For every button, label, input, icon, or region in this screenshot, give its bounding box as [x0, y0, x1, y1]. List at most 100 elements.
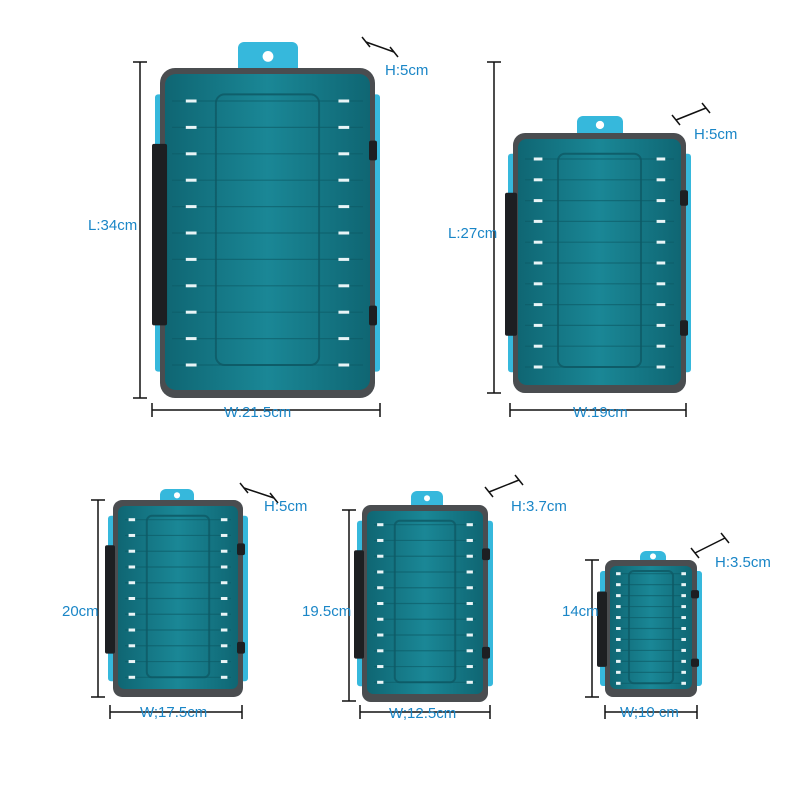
box-1-divider-slot-left — [185, 284, 197, 288]
box-2-divider-slot-right — [656, 240, 666, 244]
box-2-right-hinge-bottom — [680, 320, 688, 336]
box-2-divider-slot-left — [533, 261, 543, 265]
box-1-divider-slot-left — [185, 257, 197, 261]
box-1-divider-slot-right — [338, 99, 350, 103]
box-2-width-label: W:19cm — [573, 404, 628, 421]
box-3-divider-slot-left — [128, 675, 136, 679]
box-1-divider-slot-right — [338, 231, 350, 235]
box-5-divider-slot-left — [616, 637, 621, 641]
box-2-divider-slot-left — [533, 157, 543, 161]
box-1-height-cap-b — [389, 46, 399, 58]
box-3-divider-slot-left — [128, 581, 136, 585]
box-2-divider-slot-right — [656, 261, 666, 265]
box-5-divider-slot-right — [681, 616, 686, 620]
box-2-divider-slot-left — [533, 323, 543, 327]
box-5-tab-hole — [650, 553, 656, 560]
box-1-width-label: W:21.5cm — [224, 404, 292, 421]
box-5-divider-slot-right — [681, 583, 686, 587]
box-1-tab-hole — [262, 51, 274, 62]
box-3-divider-slot-right — [220, 660, 228, 664]
box-2-divider-slot-left — [533, 199, 543, 203]
box-4-divider-slot-right — [466, 649, 473, 653]
box-5-divider-slot-left — [616, 594, 621, 598]
box-4-right-hinge-top — [482, 548, 490, 561]
box-3-width-label: W;17.5cm — [140, 704, 208, 721]
box-5-divider-slot-right — [681, 605, 686, 609]
box-1-right-hinge-bottom — [369, 305, 377, 326]
box-4-divider-slot-left — [377, 680, 384, 684]
box-1-divider-slot-left — [185, 363, 197, 367]
box-1-divider-slot-right — [338, 310, 350, 314]
box-4-height-label: H:3.7cm — [511, 498, 567, 515]
box-5-right-hinge-top — [691, 590, 699, 599]
box-4-divider-slot-left — [377, 554, 384, 558]
box-4-divider-slot-left — [377, 586, 384, 590]
box-3-divider-slot-right — [220, 565, 228, 569]
box-2-body — [518, 139, 681, 385]
box-4-tab-hole — [424, 495, 430, 502]
box-2-divider-slot-right — [656, 157, 666, 161]
box-2-length-label: L:27cm — [448, 225, 498, 242]
box-3-height-cap-b — [269, 492, 279, 504]
box-2-divider-slot-left — [533, 344, 543, 348]
box-4-height-cap-b — [514, 474, 524, 486]
box-1-divider-slot-left — [185, 178, 197, 182]
box-5-left-latch — [597, 591, 607, 667]
box-5-divider-slot-left — [616, 616, 621, 620]
box-1-divider-slot-right — [338, 337, 350, 341]
box-3-right-hinge-bottom — [237, 641, 245, 654]
box-1-height-label: H:5cm — [385, 62, 429, 79]
box-4-divider-slot-right — [466, 570, 473, 574]
box-2-divider-slot-right — [656, 219, 666, 223]
box-3-divider-slot-left — [128, 628, 136, 632]
box-3-divider-slot-left — [128, 549, 136, 553]
box-4-left-latch — [354, 550, 364, 659]
box-3-divider-slot-right — [220, 518, 228, 522]
box-4-divider-slot-left — [377, 633, 384, 637]
box-2-height-label: H:5cm — [694, 126, 738, 143]
box-1-height-line — [365, 41, 395, 53]
box-1-height-cap-a — [361, 36, 371, 48]
box-2-divider-slot-right — [656, 178, 666, 182]
box-2-height-cap-b — [701, 102, 711, 114]
box-3-divider-slot-right — [220, 581, 228, 585]
box-3-divider-slot-left — [128, 565, 136, 569]
box-3-divider-slot-right — [220, 597, 228, 600]
box-5-divider-slot-right — [681, 681, 686, 685]
box-5-divider-slot-right — [681, 670, 686, 674]
box-5-divider-slot-left — [616, 572, 621, 576]
box-4-length-label: 19.5cm — [302, 603, 352, 620]
box-5-divider-slot-left — [616, 583, 621, 587]
box-5-body — [610, 566, 692, 689]
box-3-height-line — [243, 487, 275, 499]
box-3-divider-slot-left — [128, 612, 136, 616]
box-5-divider-slot-left — [616, 605, 621, 609]
box-1-divider-slot-right — [338, 152, 350, 156]
box-5-divider-slot-left — [616, 670, 621, 674]
box-4-divider-slot-left — [377, 649, 384, 653]
box-3-divider-slot-left — [128, 644, 136, 648]
box-5-height-cap-a — [690, 547, 700, 559]
box-5-right-hinge-bottom — [691, 658, 699, 667]
box-4-divider-slot-right — [466, 523, 473, 527]
box-2-divider-slot-left — [533, 365, 543, 369]
box-4-divider-slot-right — [466, 602, 473, 605]
box-3-divider-slot-left — [128, 597, 136, 600]
box-2-tab-hole — [595, 120, 605, 130]
box-4-divider-slot-right — [466, 665, 473, 669]
box-2-divider-slot-left — [533, 178, 543, 182]
box-2-divider-slot-left — [533, 282, 543, 286]
box-3-left-latch — [105, 545, 115, 654]
box-1-divider-slot-left — [185, 99, 197, 103]
box-4-divider-slot-left — [377, 602, 384, 605]
box-2-divider-slot-right — [656, 282, 666, 286]
box-3-tab-hole — [173, 492, 181, 499]
box-5-divider-slot-left — [616, 627, 621, 630]
box-3-divider-slot-left — [128, 518, 136, 522]
box-2-divider-slot-right — [656, 344, 666, 348]
box-1-divider-slot-left — [185, 310, 197, 314]
box-4-divider-slot-left — [377, 538, 384, 542]
box-3-divider-slot-right — [220, 549, 228, 553]
box-5-divider-slot-left — [616, 648, 621, 652]
box-5-divider-slot-right — [681, 627, 686, 630]
